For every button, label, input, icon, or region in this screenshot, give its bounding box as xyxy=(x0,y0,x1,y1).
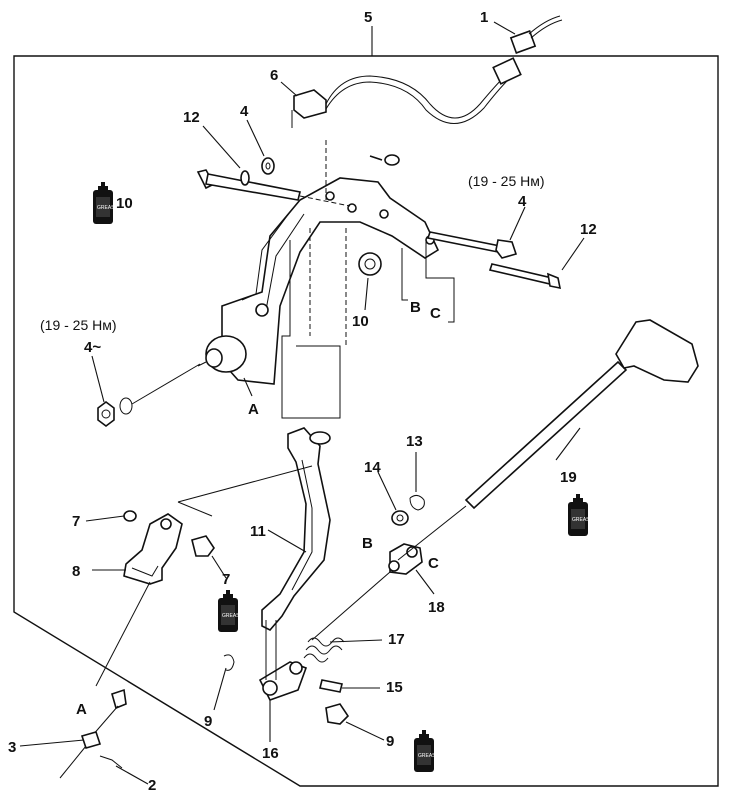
part-10-bolt-left xyxy=(196,169,351,207)
grease-can-7: GREASE xyxy=(218,590,244,632)
linkage-reference-lines xyxy=(95,465,313,687)
callout-16: 16 xyxy=(262,745,279,762)
letter-a-cable: A xyxy=(76,701,87,718)
callout-8: 8 xyxy=(72,563,80,580)
part-2-cotter-pin xyxy=(99,755,149,785)
torque-spec-left: (19 - 25 Нм) xyxy=(40,317,117,333)
callout-4-top: 4 xyxy=(240,103,249,120)
part-18-lever xyxy=(311,543,435,641)
letter-c-lever: C xyxy=(428,555,439,572)
part-7-clip xyxy=(85,510,137,522)
callout-11: 11 xyxy=(250,523,266,540)
callout-9-right: 9 xyxy=(386,733,394,750)
callout-17: 17 xyxy=(388,631,405,648)
small-screw-top xyxy=(369,154,400,166)
part-4-nut-left xyxy=(91,355,201,427)
grease-can-19: GREASE xyxy=(568,494,594,536)
part-11-pedal xyxy=(261,427,331,631)
callout-2: 2 xyxy=(148,777,156,794)
callout-18: 18 xyxy=(428,599,445,616)
alignment-guides xyxy=(281,140,347,419)
callout-15: 15 xyxy=(386,679,403,696)
callout-9-left: 9 xyxy=(204,713,212,730)
callout-12-top: 12 xyxy=(183,109,200,126)
part-14-bushing xyxy=(377,471,409,526)
torque-spec-right: (19 - 25 Нм) xyxy=(468,173,545,189)
part-16-clevis xyxy=(258,620,308,742)
part-4-washer-top xyxy=(246,119,275,175)
part-3-cable xyxy=(19,688,127,779)
svg-text:GREASE: GREASE xyxy=(97,205,119,211)
callout-4-left: 4~ xyxy=(84,339,101,356)
part-12-washer-top xyxy=(202,125,250,186)
svg-text:GREASE: GREASE xyxy=(418,753,440,759)
callout-10-right: 10 xyxy=(352,313,369,330)
callout-3: 3 xyxy=(8,739,16,756)
grease-can-9: GREASE xyxy=(414,730,440,772)
part-6-sensor-wire xyxy=(280,57,522,128)
callout-5: 5 xyxy=(364,9,372,26)
bc-reference-bracket xyxy=(401,240,455,323)
letter-b-lever: B xyxy=(362,535,373,552)
letter-a-bracket: A xyxy=(248,401,259,418)
part-19-release-handle xyxy=(397,319,699,561)
part-9-clip-left xyxy=(213,654,235,711)
callout-7-right: 7 xyxy=(222,571,230,588)
callout-4-right: 4 xyxy=(518,193,527,210)
part-13-spring-clip xyxy=(409,452,425,511)
part-15-pin xyxy=(319,679,380,693)
svg-text:GREASE: GREASE xyxy=(572,517,594,523)
letter-c-top: C xyxy=(430,305,441,322)
grease-can-10: GREASE xyxy=(93,182,119,224)
part-12-bolt-right xyxy=(488,237,585,290)
letter-b-top: B xyxy=(410,299,421,316)
part-17-spring xyxy=(303,637,383,663)
svg-text:GREASE: GREASE xyxy=(222,613,244,619)
callout-6: 6 xyxy=(270,67,278,84)
callout-14: 14 xyxy=(364,459,381,476)
assembly-frame xyxy=(13,26,719,787)
callout-13: 13 xyxy=(406,433,423,450)
part-9-pin-right xyxy=(325,703,385,741)
part-1-connector xyxy=(493,15,563,54)
part-7-pin xyxy=(191,535,227,579)
callout-1: 1 xyxy=(480,9,488,26)
callout-19: 19 xyxy=(560,469,577,486)
callout-12-right: 12 xyxy=(580,221,597,238)
part-8-linkage xyxy=(92,513,183,585)
part-4-bolt-right xyxy=(426,206,526,259)
part-10-bushing-right xyxy=(358,252,382,311)
callout-10-left: 10 xyxy=(116,195,133,212)
callout-7-left: 7 xyxy=(72,513,80,530)
